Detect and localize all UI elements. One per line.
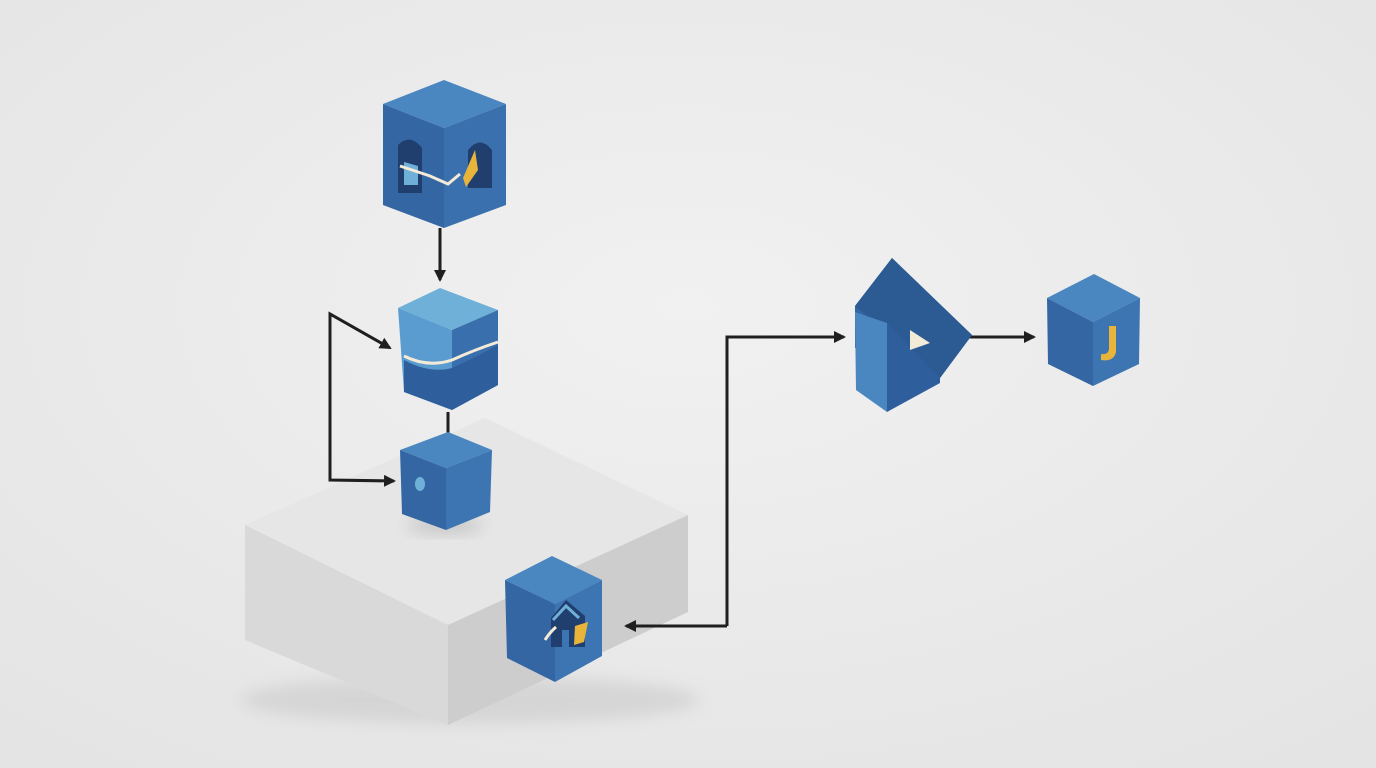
arrow-elbow-to-prism bbox=[725, 331, 846, 626]
cube-top-node bbox=[383, 80, 506, 228]
cube-top-face bbox=[1047, 274, 1140, 322]
cube-far-right-node bbox=[1047, 274, 1140, 386]
prism-side-face bbox=[855, 258, 972, 378]
dot-icon bbox=[415, 477, 425, 491]
cube-top-face bbox=[383, 80, 506, 128]
cube-top-face bbox=[398, 288, 498, 330]
connectors bbox=[328, 228, 1036, 632]
prism-front-face bbox=[855, 312, 887, 412]
cube-front-face bbox=[505, 580, 555, 682]
hook-icon bbox=[1101, 326, 1116, 361]
cube-middle-node bbox=[398, 288, 499, 410]
pedestal-front-face bbox=[245, 525, 448, 725]
house-tower-icon bbox=[543, 600, 588, 647]
prism-lower-face bbox=[887, 323, 940, 412]
play-triangle-icon bbox=[910, 330, 930, 350]
cube-side-face bbox=[1093, 298, 1140, 386]
arrow-loop-upper bbox=[328, 311, 392, 480]
cube-pedestal-front-node bbox=[505, 556, 602, 682]
cube-side-face bbox=[446, 450, 492, 530]
wave-band-icon bbox=[404, 345, 498, 410]
cube-front-face bbox=[400, 450, 446, 530]
cube-front-face bbox=[1047, 298, 1093, 386]
cube-top-face bbox=[505, 556, 602, 604]
arch-doorways-icon bbox=[398, 139, 492, 193]
arrow-loop-lower bbox=[328, 470, 396, 487]
cube-lower-node bbox=[400, 432, 492, 533]
prism-right-node bbox=[855, 258, 972, 412]
